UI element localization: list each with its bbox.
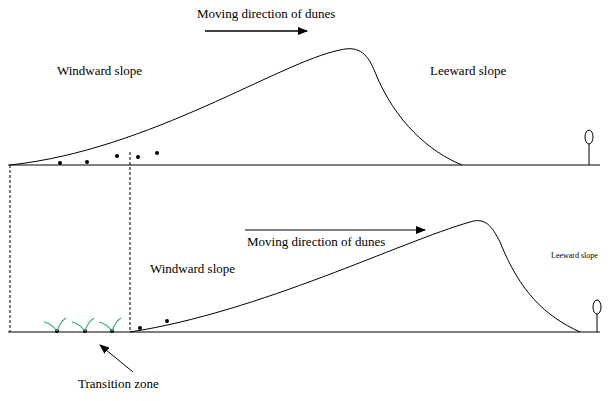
- dots: [58, 151, 159, 165]
- dune-profile: [10, 49, 462, 165]
- tree: [593, 300, 601, 332]
- dashed-guide: [10, 165, 11, 332]
- ground-line: [8, 332, 600, 333]
- dashed-guide: [130, 152, 131, 332]
- dune-profile: [130, 221, 580, 332]
- slope-label: Leeward slope: [551, 252, 598, 261]
- direction-arrow: [205, 30, 307, 32]
- leader-arrow: [100, 345, 133, 372]
- slope-label: Windward slope: [57, 64, 142, 78]
- slope-label: Windward slope: [150, 262, 235, 276]
- zone-label: Transition zone: [78, 377, 159, 391]
- tree: [585, 130, 593, 165]
- direction-arrow: [245, 230, 425, 231]
- slope-label: Leeward slope: [430, 64, 506, 78]
- dots: [55, 319, 169, 333]
- direction-label: Moving direction of dunes: [197, 7, 335, 21]
- direction-label: Moving direction of dunes: [247, 235, 385, 249]
- ground-line: [8, 165, 600, 166]
- grass: [44, 318, 121, 331]
